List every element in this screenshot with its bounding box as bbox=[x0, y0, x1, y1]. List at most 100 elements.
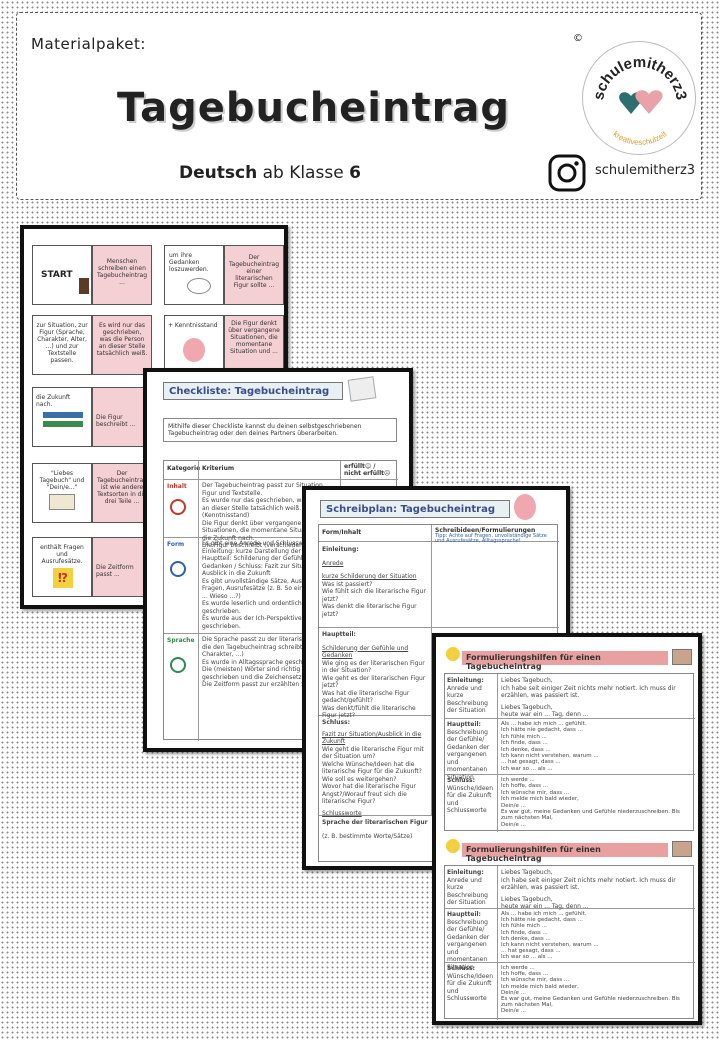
schluss-desc: Wünsche/Ideen für die Zukunft und Schlus… bbox=[447, 972, 494, 1003]
text-line: Dein/e ... bbox=[501, 802, 526, 809]
inhalt-list: Der Tagebucheintrag passt zur Situation,… bbox=[202, 482, 338, 550]
schreibplan-table: Form/Inhalt Schreibideen/Formulierungen … bbox=[318, 524, 559, 862]
einleitung-desc: Anrede und kurze Beschreibung der Situat… bbox=[447, 876, 488, 907]
text-line: Als ... habe ich mich ... gefühlt. bbox=[501, 911, 587, 917]
start-label: START bbox=[41, 270, 73, 280]
col-kriterium: Kriterium bbox=[202, 465, 235, 472]
text-line: Es war gut, meine Gedanken und Gefühle n… bbox=[501, 996, 680, 1009]
anrede: Anrede bbox=[322, 559, 344, 567]
text-line: Ich war so ... als ... bbox=[501, 954, 553, 961]
text-line: heute war ein ... Tag, denn ... bbox=[501, 903, 589, 910]
einl-item: Wie fühlt sich die literarische Figur je… bbox=[322, 588, 426, 603]
sprache-item: Die (meisten) Wörter sind richtig geschr… bbox=[202, 666, 338, 681]
domino-text-1c: um ihre Gedanken loszuwerden. bbox=[169, 252, 209, 273]
form-item: Es wurde aus der Ich-Perspektive geschri… bbox=[202, 615, 302, 630]
lightbulb-icon bbox=[446, 647, 460, 661]
text-line: Ich fühle mich ... bbox=[501, 923, 547, 930]
brain-icon bbox=[514, 494, 536, 520]
schlussworte: Schlussworte bbox=[322, 809, 362, 817]
text-line: Ich denke, dass ... bbox=[501, 746, 551, 753]
inhalt-item: Die Figur denkt über vergangene Situatio… bbox=[202, 519, 330, 542]
form-item: Es gibt eine Anrede und Schlussworte. bbox=[202, 540, 318, 547]
text-line: Dein/e ... bbox=[501, 1008, 526, 1015]
domino-cell-2a: zur Situation, zur Figur (Sprache, Chara… bbox=[32, 315, 92, 375]
checkliste-title: Checkliste: Tagebucheintrag bbox=[163, 382, 343, 400]
col-status: erfüllt☺ / nicht erfüllt☹ bbox=[344, 463, 391, 477]
einleitung-block: Einleitung: Anrede kurze Schilderung der… bbox=[322, 546, 428, 618]
subtitle: Deutsch ab Klasse 6 bbox=[179, 163, 361, 183]
domino-cell-5b: Die Zeitform passt ... bbox=[92, 537, 152, 597]
hauptteil-lead: Schilderung der Gefühle und Gedanken bbox=[322, 644, 409, 660]
domino-cell-5a: enthält Fragen und Ausrufesätze. ⁉ bbox=[32, 537, 92, 597]
domino-cell-4a: "Liebes Tagebuch" und "Dein/e..." bbox=[32, 463, 92, 523]
einleitung-lead: kurze Schilderung der Situation bbox=[322, 573, 417, 580]
text-line: Es war gut, meine Gedanken und Gefühle n… bbox=[501, 809, 680, 822]
grade: 6 bbox=[349, 163, 361, 183]
text-line: Liebes Tagebuch, bbox=[501, 677, 553, 684]
domino-text-2c: + Kenntnisstand bbox=[168, 322, 218, 329]
cat-form: Form bbox=[167, 541, 185, 548]
tipp: Tipp: Achte auf Fragen, unvollständige S… bbox=[435, 533, 547, 544]
inhalt-item: Die Figur beschreibt (verschiedene) Gefü… bbox=[202, 542, 337, 549]
text-line: Ich hätte nie gedacht, dass ... bbox=[501, 917, 583, 924]
subtitle-mid: ab Klasse bbox=[257, 163, 350, 183]
haupt-item: Wie geht es der literarischen Figur jetz… bbox=[322, 674, 426, 690]
form-item: Es wurde leserlich und ordentlich geschr… bbox=[202, 600, 302, 615]
hauptteil-label: Hauptteil: bbox=[447, 911, 481, 918]
lightbulb-icon bbox=[446, 839, 460, 853]
checkliste-intro: Mithilfe dieser Checkliste kannst du dei… bbox=[163, 418, 397, 442]
schluss-item: Wovor hat die literarische Figur Angst?/… bbox=[322, 783, 416, 805]
signpost-icon bbox=[43, 412, 83, 418]
form-item: Es gibt unvollständige Sätze, Auslassung… bbox=[202, 577, 335, 600]
text-line: Ich melde mich bald wieder, bbox=[501, 983, 579, 990]
text-line: Ich kann nicht verstehen, warum ... bbox=[501, 942, 599, 949]
text-line: Als ... habe ich mich ... gefühlt. bbox=[501, 721, 587, 727]
sprache-hint: (z. B. bestimmte Worte/Sätze) bbox=[322, 832, 413, 840]
domino-cell-1b: Menschen schreiben einen Tagebucheintrag… bbox=[92, 245, 152, 305]
header-card: Materialpaket: Tagebucheintrag Deutsch a… bbox=[16, 12, 702, 200]
sprache-item: Die Sprache passt zu der literarischen F… bbox=[202, 636, 336, 658]
text-line: ich habe seit einiger Zeit nichts mehr n… bbox=[501, 684, 676, 700]
svg-text:kreativeschulzeit: kreativeschulzeit bbox=[612, 129, 670, 147]
schluss-label: Schluss: bbox=[447, 965, 476, 972]
haupt-item: Was hat die literarische Figur gedacht/g… bbox=[322, 689, 410, 705]
schreibplan-title: Schreibplan: Tagebucheintrag bbox=[320, 500, 510, 518]
text-line: Liebes Tagebuch, bbox=[501, 895, 553, 903]
col-form: Form/Inhalt bbox=[322, 529, 362, 536]
schluss-desc: Wünsche/Ideen für die Zukunft und Schlus… bbox=[447, 784, 494, 815]
domino-cell-4b: Der Tagebucheintrag ist wie andere Texts… bbox=[92, 463, 152, 523]
cat-sprache: Sprache bbox=[167, 637, 195, 644]
text-line: Ich wünsche mir, dass ... bbox=[501, 789, 570, 796]
text-line: Liebes Tagebuch, bbox=[501, 869, 553, 876]
paper-icon bbox=[347, 376, 377, 402]
text-line: heute war ein ... Tag, denn ... bbox=[501, 711, 589, 718]
hauptteil-desc: Beschreibung der Gefühle/ Gedanken der v… bbox=[447, 728, 490, 781]
inhalt-item: Es wurde nur das geschrieben, was die Fi… bbox=[202, 497, 336, 519]
col-kategorie: Kategorie bbox=[167, 465, 201, 472]
formulierung-title: Formulierungshilfen für einen Tagebuchei… bbox=[462, 843, 668, 863]
hauptteil-label: Hauptteil: bbox=[322, 631, 356, 638]
magnifier-icon bbox=[170, 499, 186, 515]
sprache-item: Es wurde in Alltagssprache geschrieben. bbox=[202, 658, 324, 666]
text-line: ... hat gesagt, dass ... bbox=[501, 759, 561, 766]
einl-item: Was denkt die literarische Figur jetzt? bbox=[322, 603, 417, 618]
hauptteil-desc: Beschreibung der Gefühle/ Gedanken der v… bbox=[447, 918, 490, 971]
schluss-label: Schluss: bbox=[322, 719, 351, 726]
text-line: Ich denke, dass ... bbox=[501, 935, 551, 942]
col-ideen: Schreibideen/Formulierungen bbox=[435, 527, 536, 534]
cat-inhalt: Inhalt bbox=[167, 483, 187, 490]
brand-sub: kreativeschulzeit bbox=[612, 129, 670, 147]
domino-cell-1d: Der Tagebucheintrag einer literarischen … bbox=[224, 245, 284, 305]
text-line: Ich hoffe, dass ... bbox=[501, 971, 548, 978]
instagram-icon bbox=[547, 153, 587, 193]
formulierung-block-1: Formulierungshilfen für einen Tagebuchei… bbox=[444, 645, 695, 832]
domino-cell-2c: + Kenntnisstand bbox=[164, 315, 224, 375]
text-line: Ich werde ... bbox=[501, 777, 535, 783]
haupt-item: Was denkt/fühlt die literarische Figur j… bbox=[322, 704, 416, 720]
form-item: Einleitung: kurze Darstellung der Situat… bbox=[202, 547, 335, 578]
domino-text-5a: enthält Fragen und Ausrufesätze. bbox=[40, 544, 84, 565]
text-line: Ich wünsche mir, dass ... bbox=[501, 977, 570, 984]
text-line: Ich werde ... bbox=[501, 965, 535, 971]
domino-start-cell: START bbox=[32, 245, 92, 305]
schluss-lead: Fazit zur Situation/Ausblick in die Zuku… bbox=[322, 730, 422, 746]
